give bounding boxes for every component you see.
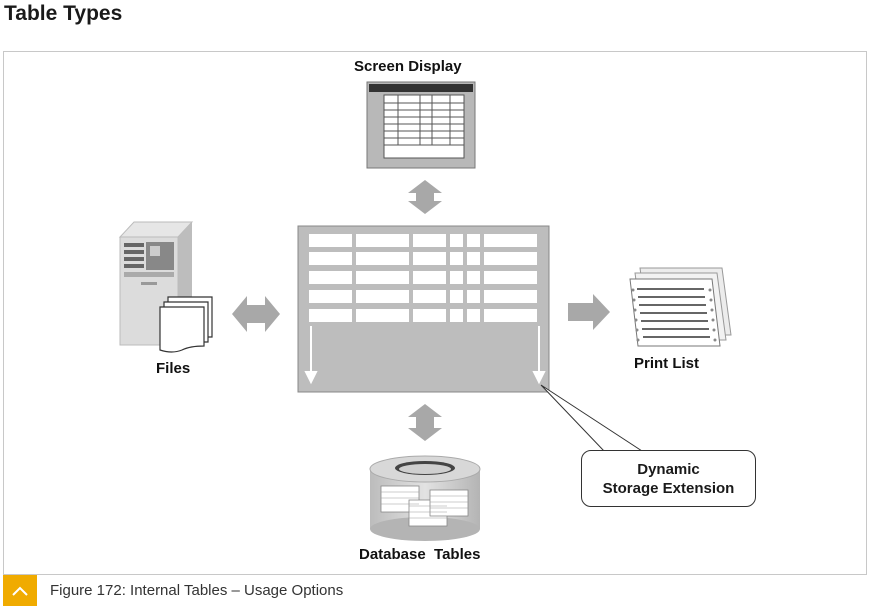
callout-line-2: Storage Extension <box>602 480 735 497</box>
dynamic-storage-callout: Dynamic Storage Extension <box>581 450 756 507</box>
chevron-up-icon[interactable] <box>3 575 37 606</box>
internal-table-icon <box>297 225 550 393</box>
callout-pointer <box>540 384 644 452</box>
database-tables-label: Database Tables <box>359 546 481 563</box>
page-title: Table Types <box>4 2 123 25</box>
print-list-icon <box>629 267 732 347</box>
screen-display-label: Screen Display <box>354 58 462 75</box>
figure-caption: Figure 172: Internal Tables – Usage Opti… <box>50 582 344 599</box>
callout-line-1: Dynamic <box>637 461 700 478</box>
arrow-right <box>568 294 610 330</box>
double-arrow-left <box>232 296 280 332</box>
double-arrow-bottom <box>408 404 442 441</box>
files-label: Files <box>156 360 191 377</box>
figure-caption-bar: Figure 172: Internal Tables – Usage Opti… <box>3 574 867 606</box>
screen-display-icon <box>366 81 476 169</box>
double-arrow-top <box>408 180 442 214</box>
files-server-icon <box>118 221 213 353</box>
print-list-label: Print List <box>634 355 700 372</box>
database-icon <box>369 455 481 541</box>
